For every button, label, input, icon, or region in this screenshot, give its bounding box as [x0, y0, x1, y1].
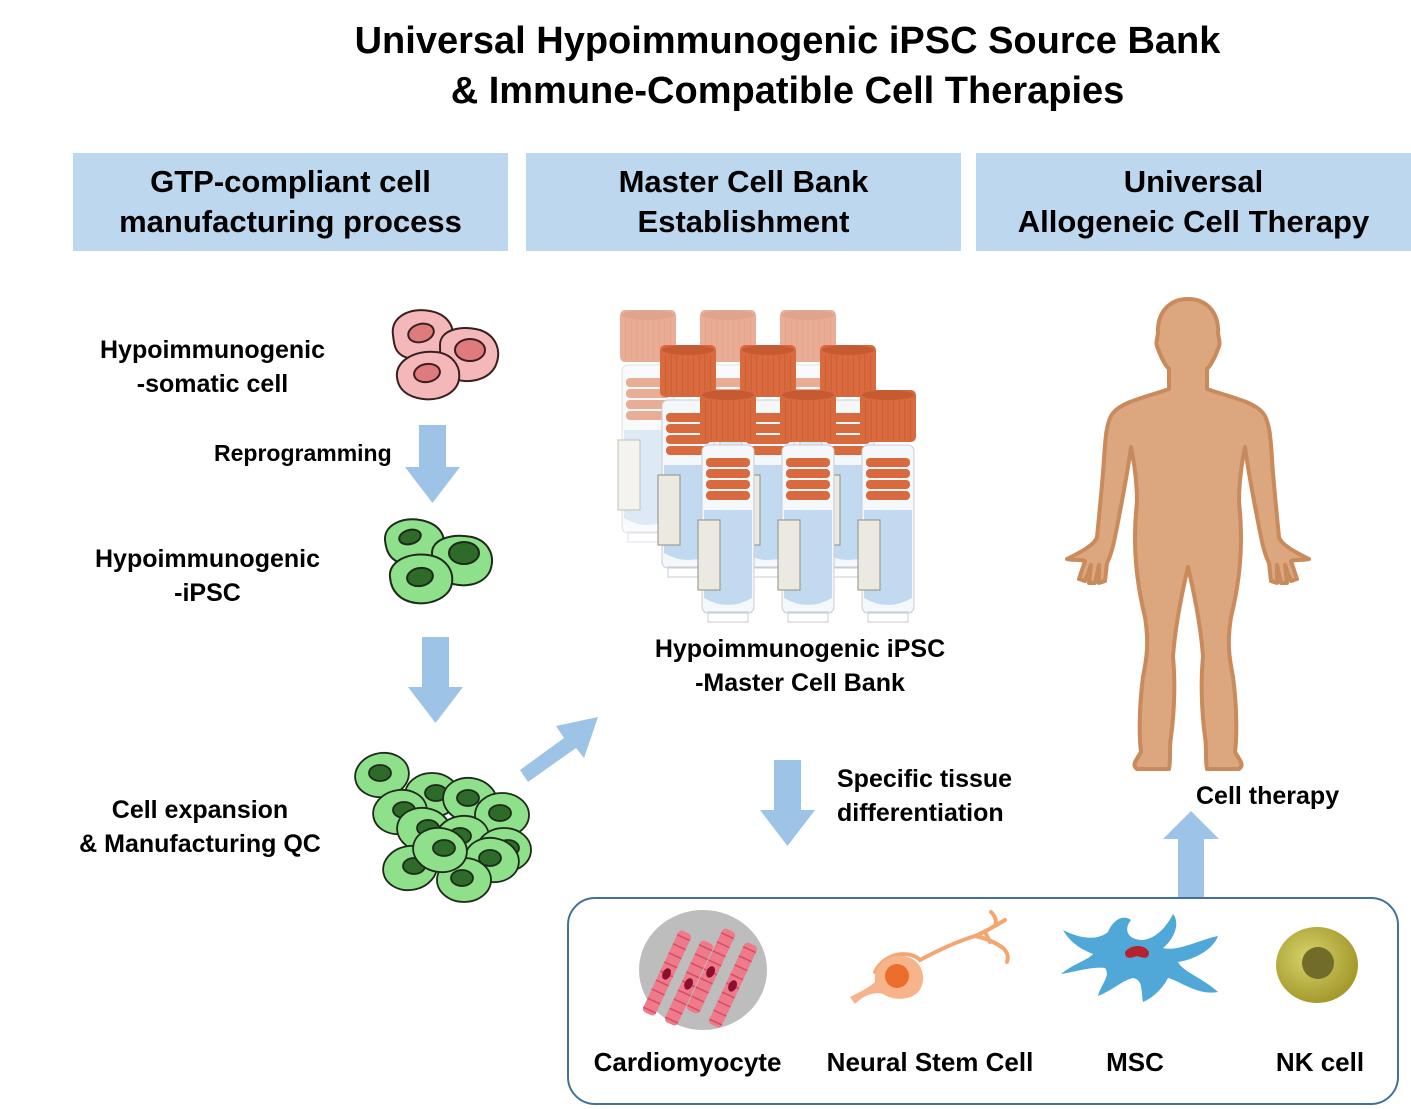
neuron-icon	[850, 910, 1010, 1004]
msc-label: MSC	[1106, 1047, 1164, 1077]
header-allogeneic-therapy-line-2: Allogeneic Cell Therapy	[1017, 204, 1370, 239]
expansion-label-line-1: Cell expansion	[111, 796, 289, 824]
ipsc-label: Hypoimmunogenic -iPSC	[65, 542, 350, 610]
title-line-1: Universal Hypoimmunogenic iPSC Source Ba…	[354, 20, 1221, 62]
expansion-arrow	[408, 637, 463, 723]
cardio-background	[639, 910, 767, 1030]
nk-cell-label: NK cell	[1275, 1047, 1365, 1077]
header-manufacturing-line-1: GTP-compliant cell	[150, 164, 431, 199]
expanded-cell	[412, 826, 468, 874]
cell-therapy-label: Cell therapy	[1196, 782, 1340, 810]
cryovial	[617, 310, 676, 543]
somatic-cell-label: Hypoimmunogenic -somatic cell	[70, 333, 355, 401]
master-cell-bank-vials-icon	[617, 310, 916, 623]
differentiation-label-line-2: differentiation	[837, 799, 1004, 827]
cardio-fiber	[642, 930, 692, 1016]
cryovial	[777, 390, 836, 623]
reprogramming-label: Reprogramming	[214, 440, 392, 466]
somatic-cell-label-line-2: -somatic cell	[136, 370, 289, 398]
header-master-cell-bank-line-1: Master Cell Bank	[618, 164, 869, 199]
expanded-cells-icon	[354, 751, 532, 903]
cardiomyocyte-label: Cardiomyocyte	[593, 1047, 782, 1077]
neural-stem-cell-label: Neural Stem Cell	[826, 1047, 1034, 1077]
header-manufacturing-line-2: manufacturing process	[119, 204, 462, 239]
cardio-fiber	[664, 940, 714, 1026]
cardio-fiber	[686, 928, 736, 1014]
header-manufacturing: GTP-compliant cell manufacturing process	[73, 153, 508, 251]
human-body-icon	[1065, 297, 1311, 771]
to-bank-arrow	[520, 717, 598, 782]
header-master-cell-bank: Master Cell Bank Establishment	[526, 153, 961, 251]
differentiation-arrow	[760, 760, 815, 846]
somatic-cell-label-line-1: Hypoimmunogenic	[99, 336, 325, 364]
page-title: Universal Hypoimmunogenic iPSC Source Ba…	[0, 16, 1411, 116]
cardio-fiber	[708, 942, 758, 1028]
expansion-label-line-2: & Manufacturing QC	[79, 830, 321, 858]
differentiated-cells-box	[567, 897, 1399, 1105]
ipsc-cells-icon	[383, 518, 493, 605]
header-master-cell-bank-line-2: Establishment	[637, 204, 850, 239]
header-allogeneic-therapy: Universal Allogeneic Cell Therapy	[976, 153, 1411, 251]
nk-cell-icon	[1276, 927, 1358, 1003]
msc-icon	[1061, 914, 1218, 1002]
master-cell-bank-label-line-1: Hypoimmunogenic iPSC	[654, 635, 946, 663]
expansion-label: Cell expansion & Manufacturing QC	[55, 793, 345, 861]
cardiomyocyte-icon	[639, 910, 767, 1030]
ipsc-label-line-1: Hypoimmunogenic	[94, 545, 320, 573]
cell-therapy-arrow	[1163, 811, 1219, 899]
differentiation-label-line-1: Specific tissue	[837, 765, 1013, 793]
cryovial	[857, 390, 916, 623]
master-cell-bank-label: Hypoimmunogenic iPSC -Master Cell Bank	[620, 632, 980, 700]
master-cell-bank-label-line-2: -Master Cell Bank	[695, 669, 905, 697]
title-line-2: & Immune-Compatible Cell Therapies	[450, 70, 1125, 112]
expanded-cell	[354, 751, 410, 799]
reprogramming-arrow	[405, 425, 460, 503]
header-allogeneic-therapy-line-1: Universal	[1123, 164, 1264, 199]
cryovial	[697, 390, 756, 623]
ipsc-label-line-2: -iPSC	[174, 579, 241, 607]
somatic-cells-icon	[391, 309, 500, 401]
differentiation-label: Specific tissue differentiation	[837, 762, 1012, 830]
